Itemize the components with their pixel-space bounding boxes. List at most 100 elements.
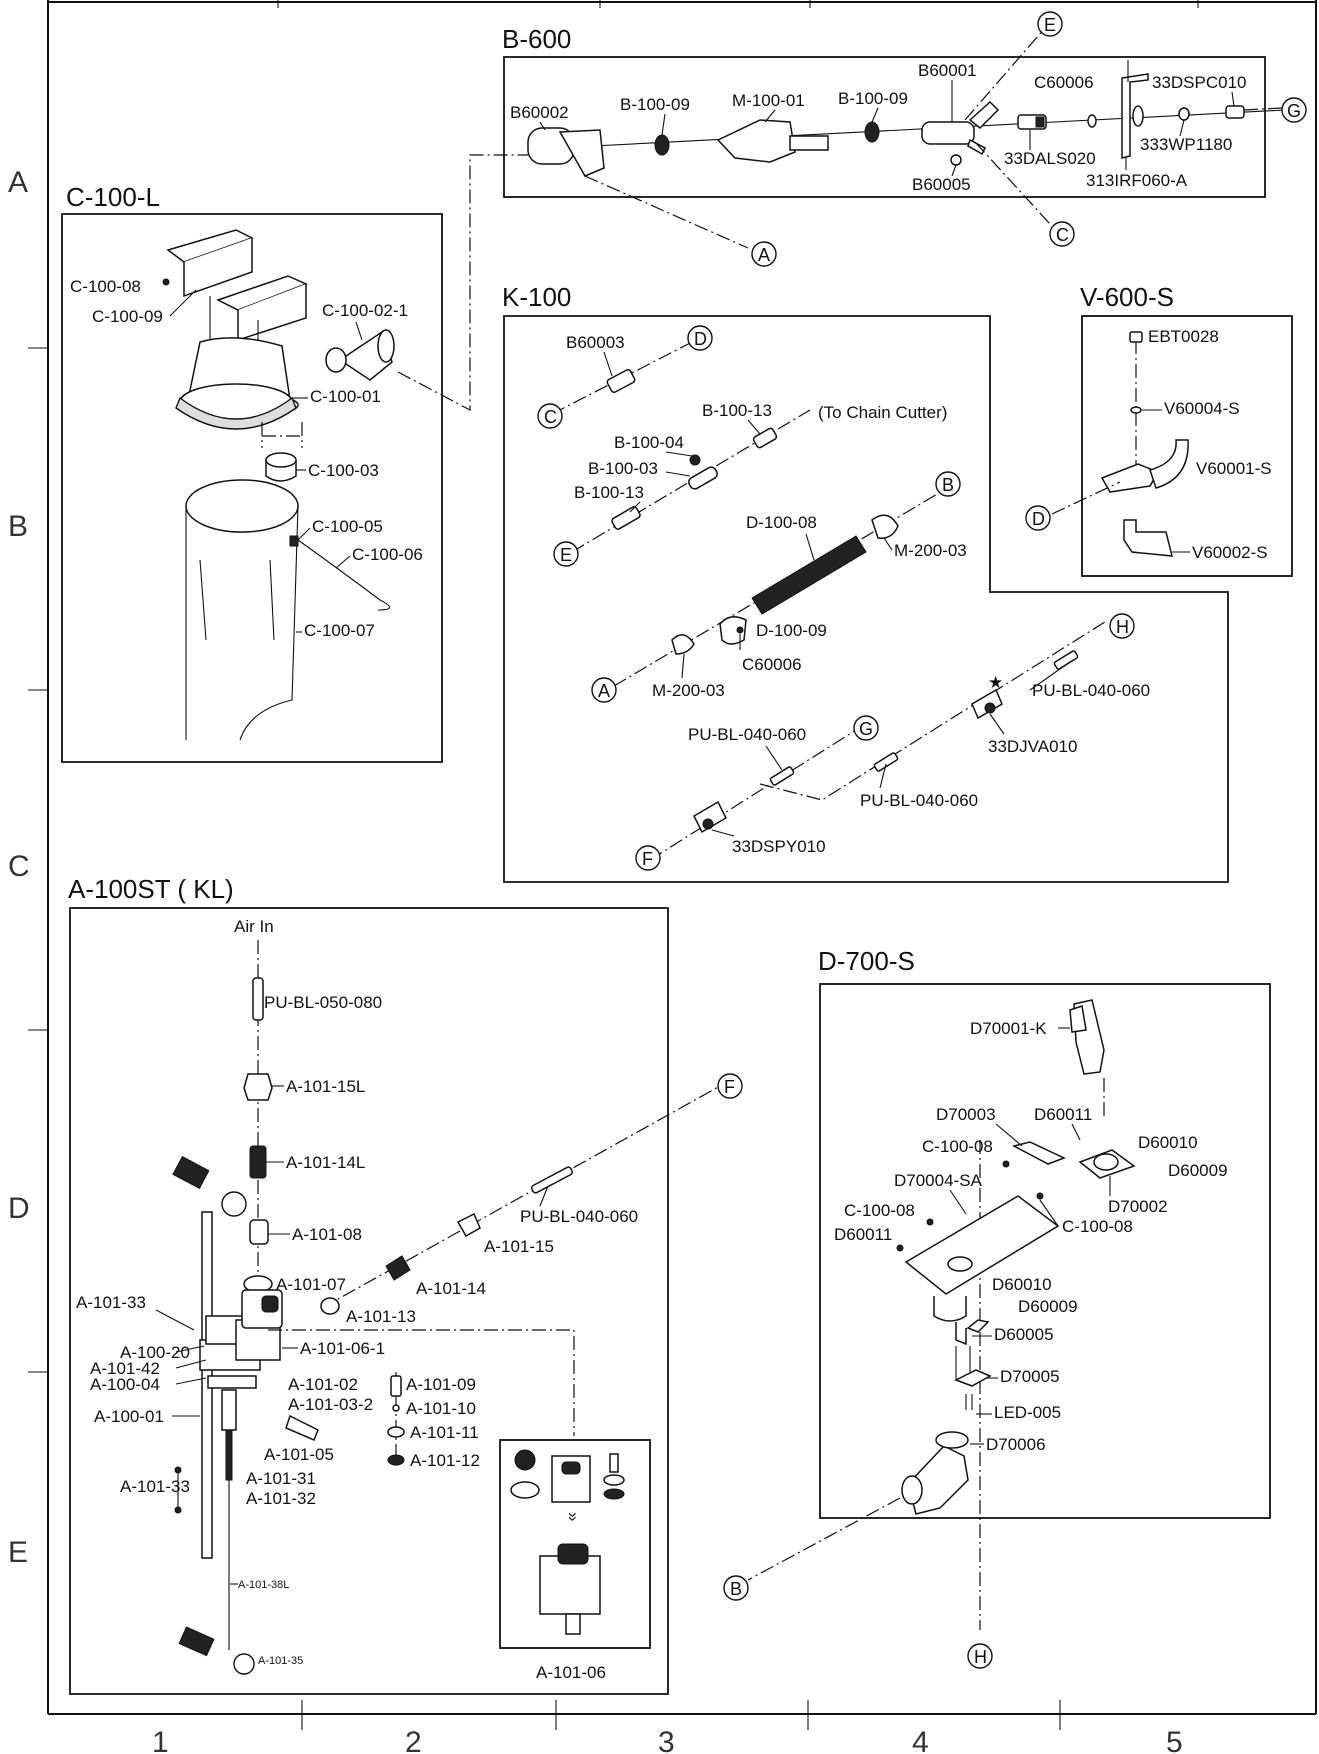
part-313irf060-a [1121, 73, 1149, 159]
label-d60011-bottom: D60011 [834, 1225, 892, 1244]
label-a-101-03-2: A-101-03-2 [288, 1395, 373, 1414]
assembly-d700s: D-700-S D70001-K D70003 [747, 946, 1271, 1630]
svg-text:C: C [1056, 225, 1069, 245]
label-b-100-09-right: B-100-09 [838, 89, 908, 108]
label-a-101-12: A-101-12 [410, 1451, 480, 1470]
label-c-100-08: C-100-08 [70, 277, 141, 296]
connector-c-b600: C [1049, 221, 1075, 247]
svg-text:C: C [544, 407, 557, 427]
label-c-100-08-a: C-100-08 [922, 1137, 993, 1156]
part-v60002-s [1123, 519, 1173, 557]
label-pu-bl-040-060-top: PU-BL-040-060 [688, 725, 806, 744]
label-c-100-09: C-100-09 [92, 307, 163, 326]
svg-text:B: B [730, 1579, 742, 1599]
connector-a-k100: A [591, 677, 617, 703]
label-a-100-20: A-100-20 [120, 1343, 190, 1362]
assembly-c100l: C-100-L C-100-08 C-100-09 [61, 182, 443, 763]
label-a-101-32: A-101-32 [246, 1489, 316, 1508]
label-d70001-k: D70001-K [970, 1019, 1047, 1038]
label-33dspy010: 33DSPY010 [732, 837, 826, 856]
label-air-in: Air In [234, 917, 274, 936]
b600-title: B-600 [502, 24, 571, 54]
label-m-200-03-top: M-200-03 [894, 541, 967, 560]
label-a-101-31: A-101-31 [246, 1469, 316, 1488]
connector-a-top: A [751, 241, 777, 267]
label-d60010-bottom: D60010 [992, 1275, 1052, 1294]
svg-text:G: G [1287, 101, 1301, 121]
label-c-100-06: C-100-06 [352, 545, 423, 564]
label-v60004-s: V60004-S [1164, 399, 1240, 418]
label-333wp1180: 333WP1180 [1140, 135, 1232, 154]
a-101-06-inset [499, 1439, 651, 1649]
part-b60001 [921, 121, 975, 145]
label-led-005: LED-005 [994, 1403, 1061, 1422]
label-a-101-06: A-101-06 [536, 1663, 606, 1682]
connector-d-v600: D [1025, 505, 1051, 531]
svg-text:B: B [942, 475, 954, 495]
svg-text:F: F [724, 1077, 735, 1097]
label-pu-bl-050-080: PU-BL-050-080 [264, 993, 382, 1012]
svg-text:D: D [694, 329, 707, 349]
label-313irf060-a: 313IRF060-A [1086, 171, 1188, 190]
svg-text:E: E [1044, 15, 1056, 35]
label-a-101-33-bottom: A-101-33 [120, 1477, 190, 1496]
label-a-101-33-top: A-101-33 [76, 1293, 146, 1312]
connector-b-d700: B [723, 1575, 749, 1601]
label-a-101-06-1: A-101-06-1 [300, 1339, 385, 1358]
label-d60011-top: D60011 [1034, 1105, 1092, 1124]
star-mark: ★ [988, 673, 1003, 692]
label-c60006: C60006 [1034, 73, 1094, 92]
label-a-101-07: A-101-07 [276, 1275, 346, 1294]
c100l-box [61, 213, 443, 763]
grid-row-a: A [8, 166, 28, 199]
label-b-100-09-left: B-100-09 [620, 95, 690, 114]
label-c-100-08-b: C-100-08 [1062, 1217, 1133, 1236]
assembly-v600s: V-600-S EBT0028 V60004-S V60001-S V60002… [1051, 282, 1293, 577]
label-to-chain-cutter: (To Chain Cutter) [818, 403, 947, 422]
grid-col-3: 3 [658, 1726, 675, 1754]
a100st-box [69, 907, 669, 1695]
label-d70002: D70002 [1108, 1197, 1168, 1216]
connector-g-b600: G [1281, 97, 1307, 123]
label-c-100-01: C-100-01 [310, 387, 381, 406]
label-pu-bl-040-060-right: PU-BL-040-060 [1032, 681, 1150, 700]
label-d70005: D70005 [1000, 1367, 1060, 1386]
label-a-101-14l: A-101-14L [286, 1153, 365, 1172]
part-m-100-01 [716, 119, 796, 163]
label-v60002-s: V60002-S [1192, 543, 1268, 562]
v600s-box [1081, 315, 1293, 577]
connector-c-k100: C [537, 403, 563, 429]
svg-text:H: H [974, 1647, 987, 1667]
part-c-100-07 [185, 479, 299, 533]
label-a-101-13: A-101-13 [346, 1307, 416, 1326]
label-a-100-04: A-100-04 [90, 1375, 160, 1394]
a100st-title: A-100ST ( KL) [68, 874, 234, 904]
b600-box [503, 56, 1266, 198]
svg-text:D: D [1032, 509, 1045, 529]
label-33djva010: 33DJVA010 [988, 737, 1077, 756]
label-33dspc010: 33DSPC010 [1152, 73, 1247, 92]
svg-text:H: H [1116, 617, 1129, 637]
assembly-b600: B-600 B60002 B-100-09 M-100-01 B-100-09 [502, 24, 1286, 249]
part-v60001-s [1100, 463, 1160, 493]
label-d-100-09: D-100-09 [756, 621, 827, 640]
label-c-100-03: C-100-03 [308, 461, 379, 480]
grid-col-1: 1 [152, 1726, 169, 1754]
label-a-101-35: A-101-35 [258, 1655, 303, 1667]
connector-g-k100: G [853, 715, 879, 741]
label-ebt0028: EBT0028 [1148, 327, 1219, 346]
k100-box [503, 315, 1229, 883]
label-c60006-k: C60006 [742, 655, 802, 674]
label-d60005: D60005 [994, 1325, 1054, 1344]
grid-row-e: E [8, 1536, 28, 1569]
connector-f-k100: F [635, 845, 661, 871]
label-c-100-07: C-100-07 [304, 621, 375, 640]
svg-text:A: A [598, 681, 610, 701]
label-a-101-10: A-101-10 [406, 1399, 476, 1418]
label-d60010-top: D60010 [1138, 1133, 1198, 1152]
connector-h-k100: H [1109, 613, 1135, 639]
grid-col-5: 5 [1166, 1726, 1183, 1754]
label-b-100-13-bottom: B-100-13 [574, 483, 644, 502]
c100l-title: C-100-L [66, 182, 160, 212]
